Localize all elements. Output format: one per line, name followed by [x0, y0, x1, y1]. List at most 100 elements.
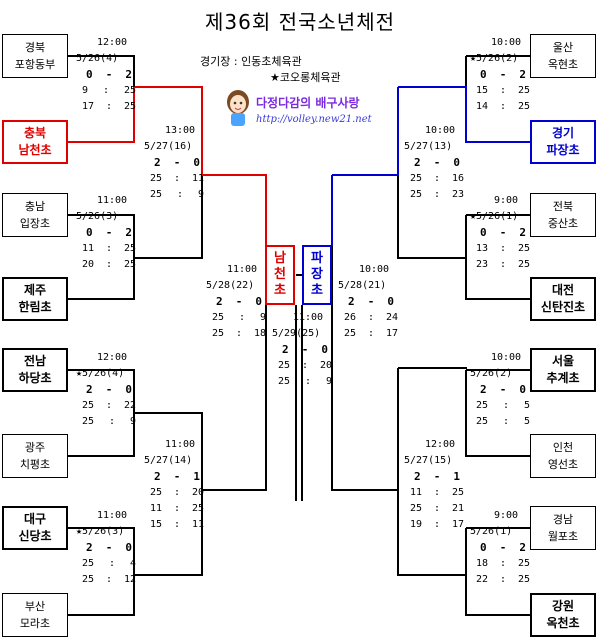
bracket-line — [465, 87, 467, 143]
set-part: 25 — [82, 400, 95, 411]
bracket-line — [397, 87, 399, 176]
team-region: 울산 — [552, 41, 574, 54]
bracket-line — [465, 56, 467, 88]
match-result: 0-2 — [466, 540, 546, 556]
team-region: 경남 — [552, 513, 574, 526]
bracket-line — [265, 175, 267, 247]
set-part: : — [105, 574, 113, 585]
page-title: 제36회 전국소년체전 — [204, 10, 395, 34]
set-part: : — [173, 487, 181, 498]
set-part: 15 — [476, 85, 489, 96]
set-part: : — [499, 558, 507, 569]
bracket-line — [465, 370, 467, 457]
bracket-line — [133, 87, 135, 143]
set-score: 15:11 — [140, 517, 220, 533]
bracket-line — [397, 175, 399, 259]
set-part: 25 — [278, 360, 291, 371]
result-part: 2 — [125, 226, 132, 239]
result-part: 2 — [414, 156, 421, 169]
bracket-line — [398, 257, 467, 259]
match-result: 2-0 — [72, 382, 152, 398]
team-school: 신탄진초 — [540, 300, 586, 314]
result-part: 0 — [255, 295, 262, 308]
set-part: 25 — [476, 416, 489, 427]
set-part: 9 — [197, 189, 204, 200]
match-result: 0-2 — [72, 67, 152, 83]
match-date: 5/26(1) — [470, 526, 513, 537]
bracket-line — [265, 246, 267, 491]
result-part: - — [105, 68, 113, 81]
set-part: : — [105, 101, 113, 112]
set-score: 25:4 — [72, 556, 152, 572]
set-part: 24 — [385, 312, 398, 323]
bracket-line — [466, 141, 533, 143]
bracket-line — [68, 527, 135, 529]
match-time: 12:00 — [96, 352, 128, 363]
bracket-line — [295, 305, 297, 501]
set-part: : — [173, 519, 181, 530]
set-score: 26:24 — [334, 310, 414, 326]
set-score: 25:11 — [140, 171, 220, 187]
bracket-line — [68, 55, 135, 57]
set-part: 25 — [410, 173, 423, 184]
bracket-line — [201, 87, 203, 176]
set-score: 25:20 — [268, 358, 348, 374]
match-time: 13:00 — [164, 125, 196, 136]
set-part: 11 — [191, 173, 204, 184]
result-part: - — [173, 156, 181, 169]
set-score: 25:23 — [400, 187, 480, 203]
set-part: 9 — [82, 85, 89, 96]
result-part: 0 — [519, 383, 526, 396]
result-part: 2 — [86, 541, 93, 554]
team-school: 하당초 — [18, 371, 52, 385]
set-part: 25 — [344, 328, 357, 339]
match-result: 2-0 — [466, 382, 546, 398]
set-part: 22 — [476, 574, 489, 585]
set-score: 25:20 — [140, 485, 220, 501]
set-part: 13 — [476, 243, 489, 254]
set-part: : — [502, 400, 510, 411]
result-part: 2 — [154, 156, 161, 169]
team-region: 인천 — [552, 441, 574, 454]
bracket-line — [68, 298, 135, 300]
match-time: 11:00 — [164, 439, 196, 450]
set-score: 14:25 — [466, 99, 546, 115]
set-part: 25 — [517, 101, 530, 112]
match-date: 5/27(13) — [404, 141, 453, 152]
match-result: 2-0 — [334, 294, 414, 310]
bracket-line — [398, 367, 467, 369]
match-time: 11:00 — [226, 264, 258, 275]
venue-info: 경기장 : 인동초체육관 ★코오롱체육관 — [200, 54, 400, 86]
team-region: 대구 — [23, 512, 47, 526]
result-part: - — [173, 470, 181, 483]
set-part: 25 — [451, 487, 464, 498]
set-score: 18:25 — [466, 556, 546, 572]
match-result: 2-0 — [400, 155, 480, 171]
result-part: 2 — [414, 470, 421, 483]
set-score: 15:25 — [466, 83, 546, 99]
set-part: 15 — [150, 519, 163, 530]
logo-url[interactable]: http://volley.new21.net — [256, 114, 372, 125]
set-part: 9 — [129, 416, 136, 427]
team-school: 한림초 — [18, 300, 52, 314]
set-part: 17 — [82, 101, 95, 112]
set-part: : — [499, 101, 507, 112]
result-part: 0 — [321, 343, 328, 356]
bracket-line — [133, 56, 135, 88]
match-time: 9:00 — [493, 510, 519, 521]
set-part: 5 — [523, 400, 530, 411]
team-school: 월포초 — [547, 530, 579, 543]
set-part: 25 — [517, 85, 530, 96]
set-score: 9:25 — [72, 83, 152, 99]
set-part: 25 — [82, 574, 95, 585]
set-part: 20 — [191, 487, 204, 498]
